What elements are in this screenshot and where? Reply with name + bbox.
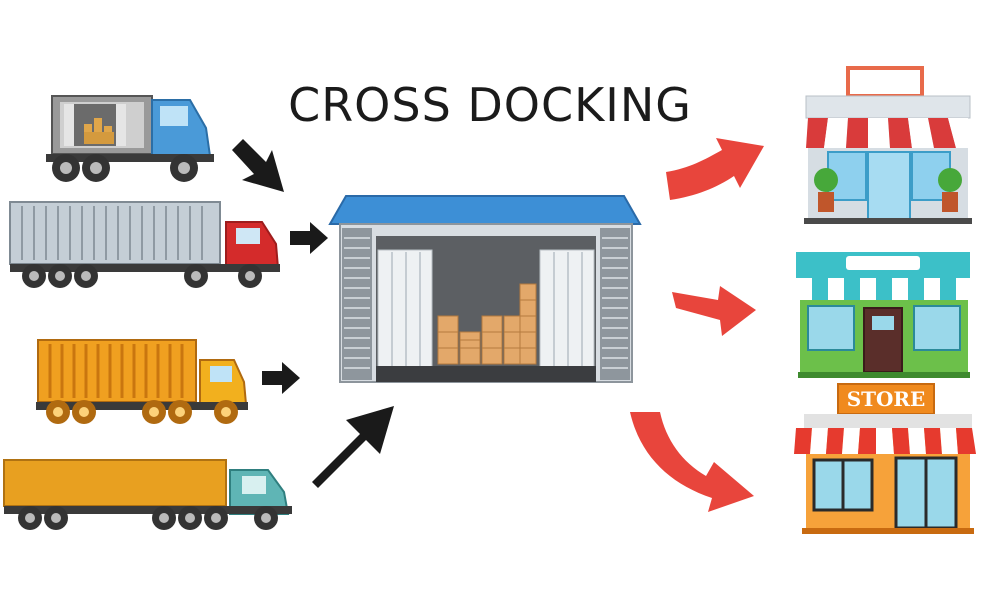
semi-truck-red-icon [9,201,280,288]
warehouse-icon [328,195,642,383]
store-sign-label: STORE [847,387,926,411]
inbound-arrow-4-icon [312,406,394,488]
outbound-arrow-3-icon [630,412,754,512]
inbound-arrows [232,139,394,488]
outbound-arrow-2-icon [672,286,756,336]
box-truck-blue-icon [46,95,214,182]
inbound-arrow-3-icon [262,362,300,394]
outbound-arrows [630,138,764,512]
trailer-truck-teal-icon [3,459,292,530]
inbound-arrow-1-icon [232,139,284,192]
diagram-title: CROSS DOCKING [288,78,692,132]
store-orange-sign-icon: STORE [794,383,976,534]
inbound-arrow-2-icon [290,222,328,254]
store-red-awning-icon [804,66,972,224]
store-teal-awning-icon [796,252,972,378]
container-truck-orange-icon [36,339,248,424]
outbound-arrow-1-icon [666,138,764,200]
